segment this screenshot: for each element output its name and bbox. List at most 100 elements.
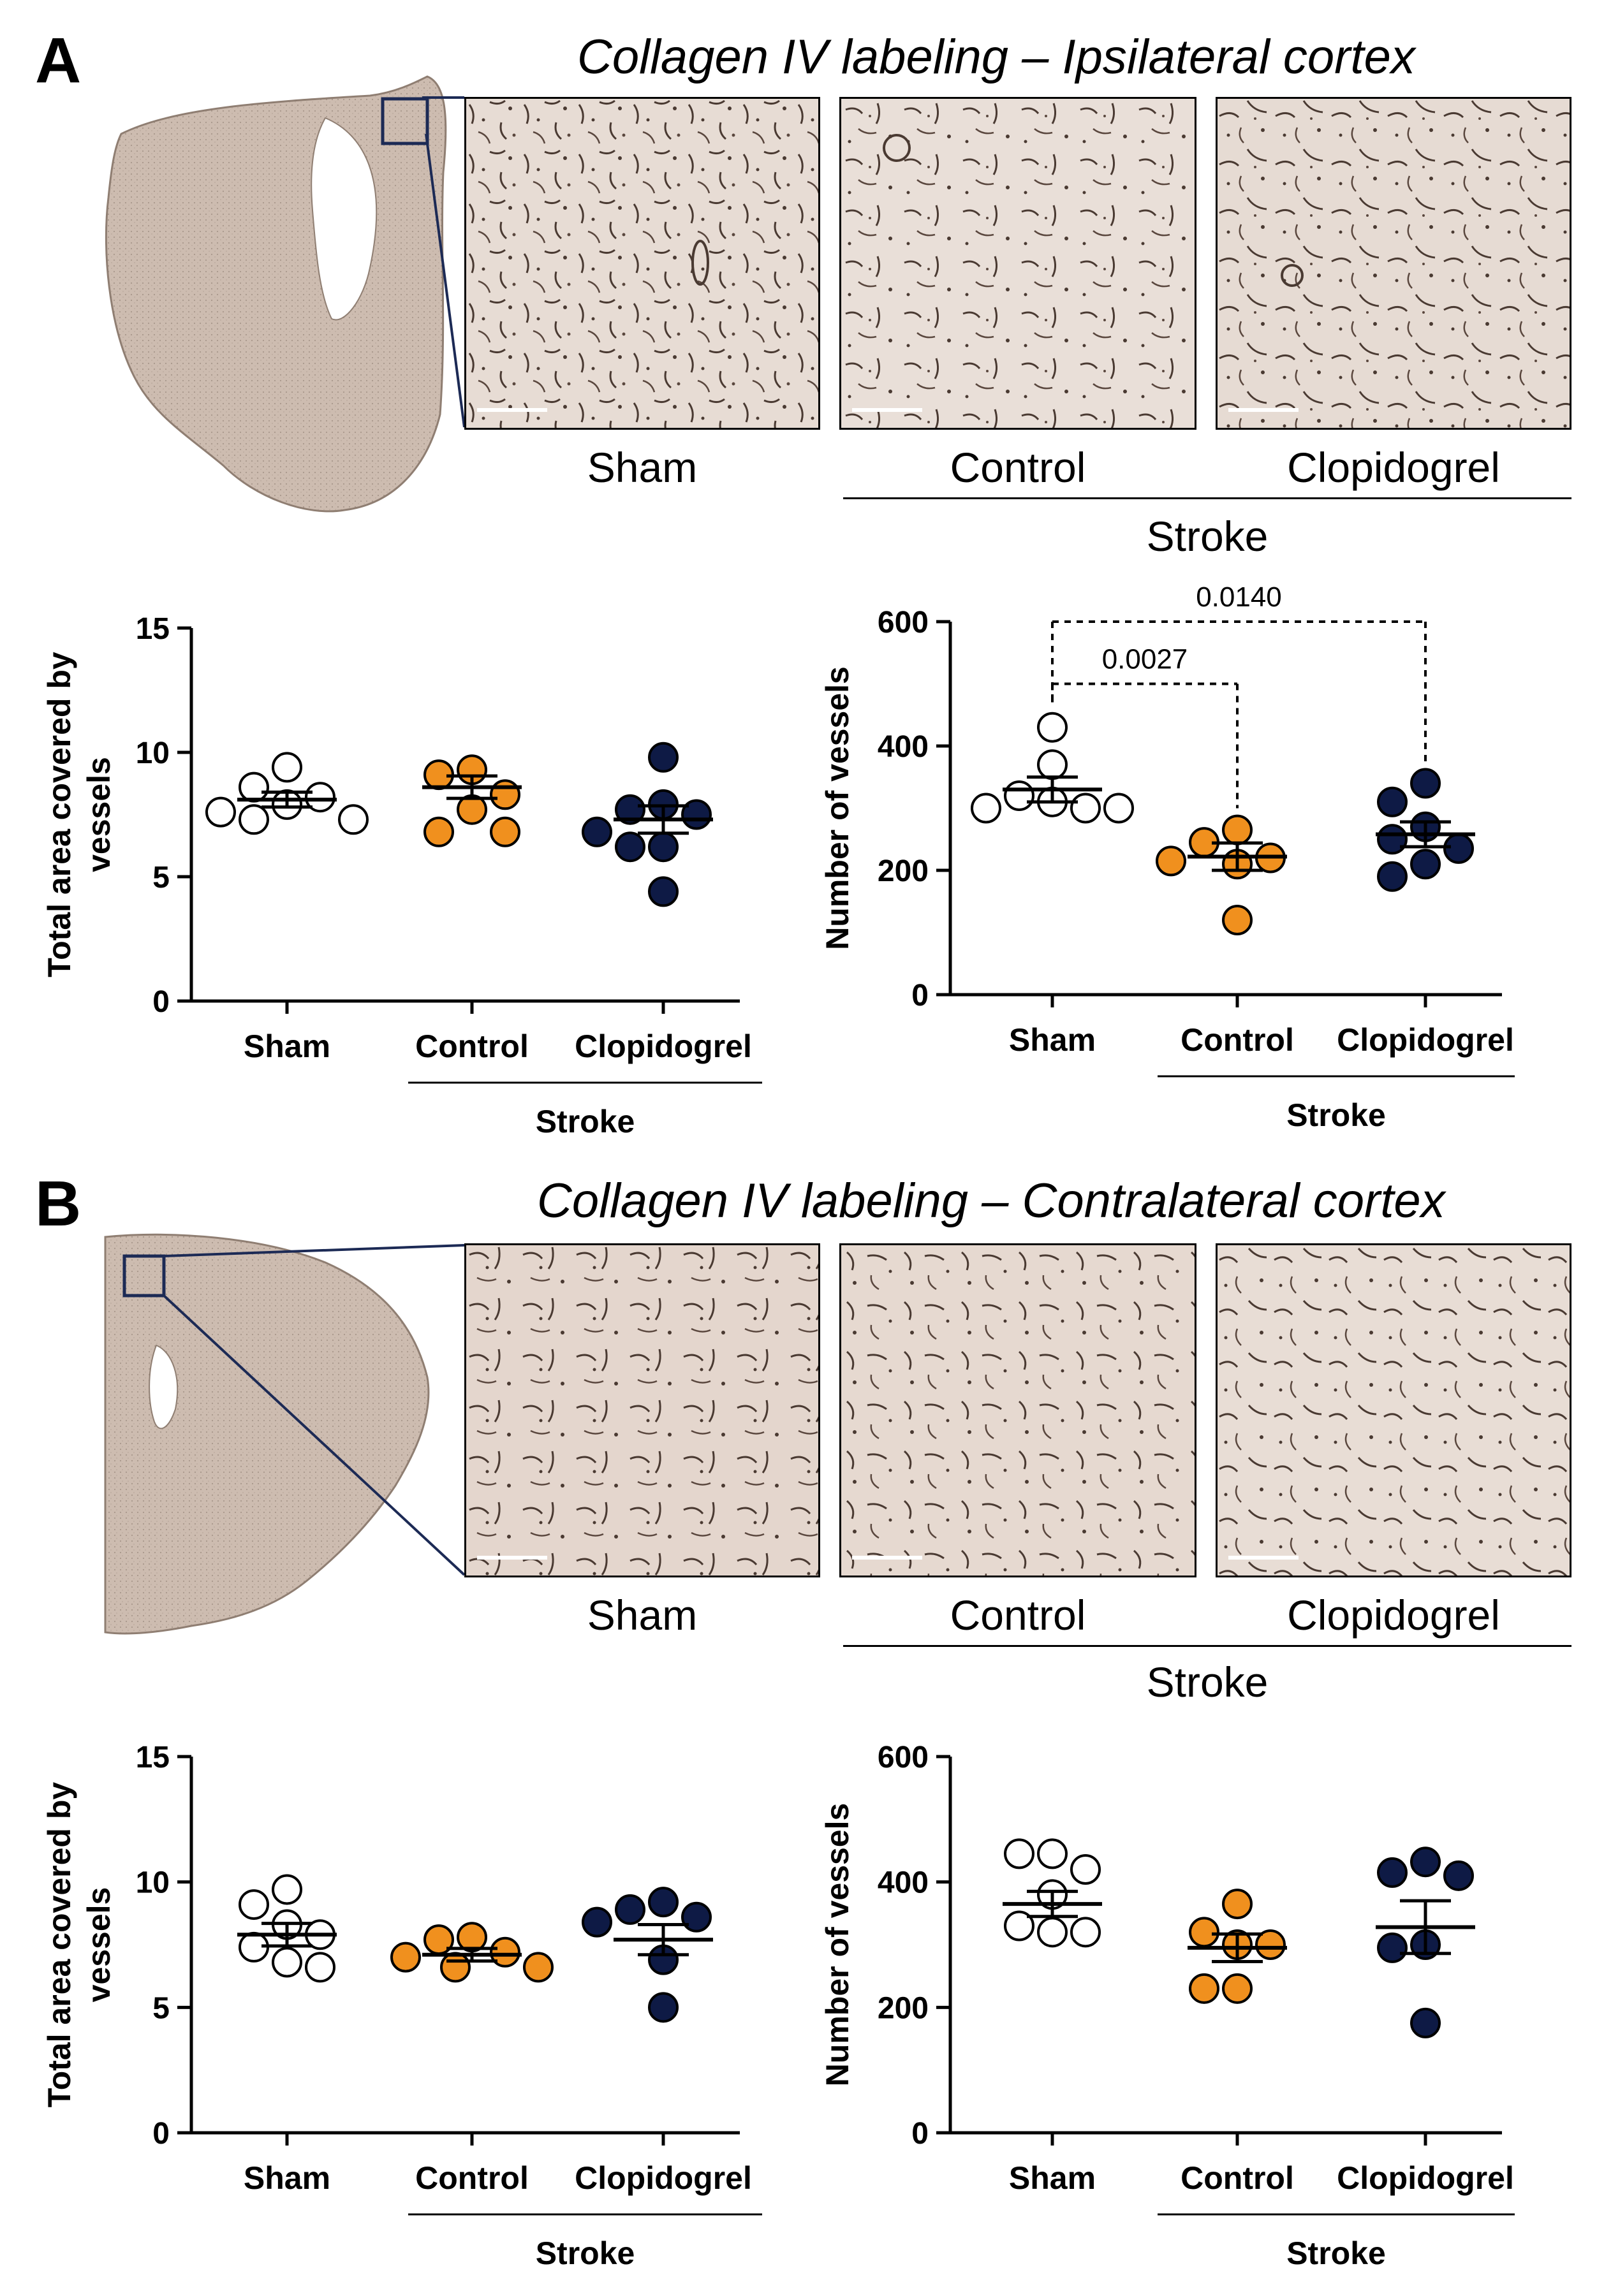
brain-section-contralateral bbox=[104, 1233, 430, 1635]
data-point bbox=[1189, 1917, 1219, 1948]
data-point bbox=[1222, 1973, 1253, 2004]
data-point bbox=[1004, 780, 1034, 811]
zoom-lines-b bbox=[163, 1244, 466, 1576]
stroke-bracket-a bbox=[843, 497, 1571, 499]
data-point bbox=[1037, 1838, 1068, 1869]
x-tick-label: Clopidogrel bbox=[1337, 1022, 1514, 1058]
micrograph-clopidogrel-ipsilateral bbox=[1216, 97, 1571, 430]
data-point bbox=[1410, 768, 1441, 799]
micrograph-clopidogrel-contralateral bbox=[1216, 1243, 1571, 1577]
micro-label-clopidogrel-b: Clopidogrel bbox=[1287, 1591, 1500, 1639]
data-point bbox=[1377, 786, 1408, 817]
data-point bbox=[648, 831, 679, 863]
data-point bbox=[1410, 1846, 1441, 1878]
micro-label-clopidogrel-a: Clopidogrel bbox=[1287, 444, 1500, 491]
data-point bbox=[681, 1901, 712, 1933]
data-point bbox=[1222, 905, 1253, 935]
brain-section-ipsilateral bbox=[105, 75, 447, 513]
data-point bbox=[1222, 814, 1253, 845]
data-point bbox=[239, 1889, 269, 1920]
data-point bbox=[440, 1952, 471, 1983]
panel-a-title: Collagen IV labeling – Ipsilateral corte… bbox=[577, 30, 1415, 84]
data-point bbox=[423, 816, 454, 847]
data-point bbox=[582, 1906, 612, 1938]
data-point bbox=[648, 1992, 679, 2023]
comparison-p-value: 0.0027 bbox=[1102, 644, 1188, 675]
micro-label-sham-b: Sham bbox=[587, 1591, 698, 1639]
x-tick-label: Clopidogrel bbox=[575, 2160, 752, 2196]
y-tick-label: 600 bbox=[878, 606, 929, 640]
data-point bbox=[1377, 824, 1408, 855]
zoom-lines-a bbox=[422, 96, 466, 428]
data-point bbox=[648, 1887, 679, 1918]
data-point bbox=[1189, 1973, 1219, 2004]
y-tick-label: 600 bbox=[878, 1741, 929, 1774]
data-point bbox=[272, 1874, 302, 1905]
data-point bbox=[1377, 861, 1408, 892]
micro-label-sham-a: Sham bbox=[587, 444, 698, 491]
x-tick-label: Control bbox=[1181, 1022, 1294, 1058]
y-axis-label: Total area covered by bbox=[41, 652, 77, 977]
y-tick-label: 10 bbox=[136, 1866, 170, 1900]
data-point bbox=[1037, 1917, 1068, 1948]
group-label: Stroke bbox=[536, 1104, 635, 1139]
comparison-p-value: 0.0140 bbox=[1196, 581, 1282, 613]
data-point bbox=[272, 752, 302, 783]
y-axis-label: Total area covered by bbox=[41, 1782, 77, 2108]
data-point bbox=[1037, 749, 1068, 780]
stroke-bracket-b bbox=[843, 1645, 1571, 1647]
data-point bbox=[1410, 2007, 1441, 2038]
data-point bbox=[615, 794, 645, 825]
x-tick-label: Clopidogrel bbox=[575, 1028, 752, 1064]
data-point bbox=[648, 742, 679, 773]
data-point bbox=[615, 1894, 645, 1925]
data-point bbox=[1255, 1929, 1286, 1960]
data-point bbox=[1222, 1889, 1253, 1920]
x-tick-label: Control bbox=[415, 2160, 529, 2196]
data-point bbox=[1004, 1838, 1034, 1869]
data-point bbox=[648, 876, 679, 907]
data-point bbox=[272, 1947, 302, 1978]
micrograph-sham-contralateral bbox=[464, 1243, 820, 1577]
micrograph-sham-ipsilateral bbox=[464, 97, 820, 430]
data-point bbox=[239, 804, 269, 835]
data-point bbox=[615, 831, 645, 863]
data-point bbox=[1156, 845, 1186, 877]
data-point bbox=[1377, 1857, 1408, 1888]
data-point bbox=[205, 796, 236, 828]
y-axis-label: vessels bbox=[81, 757, 117, 872]
x-tick-label: Sham bbox=[1009, 2160, 1096, 2196]
x-tick-label: Sham bbox=[1009, 1022, 1096, 1058]
stroke-label-a: Stroke bbox=[1146, 513, 1269, 560]
data-point bbox=[1103, 793, 1134, 824]
y-tick-label: 0 bbox=[152, 2117, 170, 2151]
x-tick-label: Sham bbox=[244, 1028, 330, 1064]
data-point bbox=[490, 1936, 520, 1968]
panel-letter-a: A bbox=[35, 25, 82, 96]
data-point bbox=[338, 804, 369, 835]
data-point bbox=[305, 782, 335, 813]
y-axis-label: Number of vessels bbox=[820, 666, 855, 950]
x-tick-label: Control bbox=[415, 1028, 529, 1064]
micro-label-control-b: Control bbox=[950, 1591, 1086, 1639]
group-label: Stroke bbox=[1286, 1097, 1386, 1133]
data-point bbox=[1004, 1910, 1034, 1941]
data-point bbox=[1443, 833, 1474, 864]
y-tick-label: 10 bbox=[136, 736, 170, 770]
x-tick-label: Clopidogrel bbox=[1337, 2160, 1514, 2196]
y-axis-label: Number of vessels bbox=[820, 1803, 855, 2087]
micrograph-control-contralateral bbox=[839, 1243, 1196, 1577]
y-tick-label: 200 bbox=[878, 1991, 929, 2025]
data-point bbox=[490, 779, 520, 810]
y-tick-label: 15 bbox=[136, 1741, 170, 1774]
y-tick-label: 400 bbox=[878, 1866, 929, 1900]
data-point bbox=[582, 816, 612, 847]
y-tick-label: 15 bbox=[136, 612, 170, 646]
x-tick-label: Control bbox=[1181, 2160, 1294, 2196]
y-tick-label: 5 bbox=[152, 1991, 170, 2025]
group-label: Stroke bbox=[1286, 2235, 1386, 2271]
data-point bbox=[305, 1952, 335, 1983]
